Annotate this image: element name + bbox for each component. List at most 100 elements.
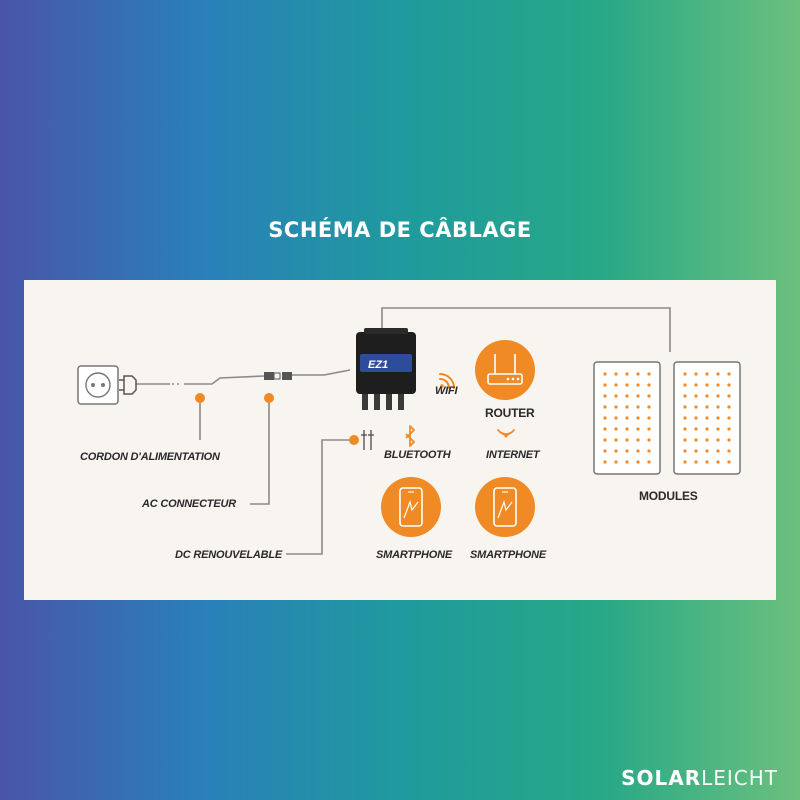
power-cable-2 — [184, 375, 265, 385]
solar-cell-dot — [647, 405, 651, 409]
router-icon — [475, 340, 535, 400]
solar-cell-dot — [636, 394, 640, 398]
label-dc-renouvelable: DC RENOUVELABLE — [175, 549, 283, 561]
solar-cell-dot — [636, 405, 640, 409]
label-smartphone-2: SMARTPHONE — [470, 549, 547, 561]
solar-cell-dot — [647, 372, 651, 376]
solar-cell-dot — [614, 383, 618, 387]
solar-cell-dot — [716, 394, 720, 398]
leader-dc — [286, 439, 354, 555]
label-router: ROUTER — [485, 406, 535, 420]
solar-cell-dot — [636, 449, 640, 453]
solar-cell-dot — [603, 427, 607, 431]
solar-cell-dot — [705, 405, 709, 409]
solar-cell-dot — [603, 460, 607, 464]
leader-dot-cordon — [195, 393, 205, 403]
label-modules: MODULES — [639, 489, 698, 503]
solar-cell-dot — [614, 372, 618, 376]
solar-cell-dot — [683, 449, 687, 453]
solar-cell-dot — [716, 372, 720, 376]
solar-cell-dot — [694, 438, 698, 442]
solar-cell-dot — [647, 394, 651, 398]
solar-cell-dot — [625, 416, 629, 420]
solar-cell-dot — [683, 438, 687, 442]
solar-cell-dot — [614, 449, 618, 453]
solar-cell-dot — [647, 460, 651, 464]
solar-cell-dot — [603, 416, 607, 420]
solar-cell-dot — [603, 449, 607, 453]
solar-cell-dot — [625, 383, 629, 387]
label-wifi: WIFI — [435, 385, 458, 397]
wall-socket-icon — [77, 365, 119, 405]
solar-cell-dot — [716, 460, 720, 464]
leader-ac — [250, 398, 270, 505]
solar-cell-dot — [694, 383, 698, 387]
solar-cell-dot — [683, 383, 687, 387]
solar-cell-dot — [705, 416, 709, 420]
solar-cell-dot — [625, 438, 629, 442]
page-title: SCHÉMA DE CÂBLAGE — [268, 218, 532, 242]
label-ac-connecteur: AC CONNECTEUR — [142, 498, 236, 510]
solar-cell-dot — [705, 394, 709, 398]
solar-cell-dot — [614, 416, 618, 420]
wiring-diagram: EZ1 — [77, 307, 741, 555]
solar-cell-dot — [625, 449, 629, 453]
solar-cell-dot — [614, 427, 618, 431]
wiring-diagram-panel: EZ1 — [24, 280, 776, 600]
label-cordon: CORDON D'ALIMENTATION — [80, 451, 220, 463]
internet-signal-icon — [497, 429, 515, 438]
solar-cell-dot — [603, 394, 607, 398]
leader-dot-ac — [264, 393, 274, 403]
solar-cell-dot — [727, 460, 731, 464]
solar-cell-dot — [603, 438, 607, 442]
solar-cell-dot — [705, 438, 709, 442]
solar-cell-dot — [694, 460, 698, 464]
solar-cell-dot — [625, 460, 629, 464]
solar-cell-dot — [683, 372, 687, 376]
solar-cell-dot — [636, 416, 640, 420]
solar-cell-dot — [683, 416, 687, 420]
solar-cell-dot — [705, 460, 709, 464]
solar-cell-dot — [647, 383, 651, 387]
solar-cell-dot — [716, 416, 720, 420]
solar-module-icon — [593, 361, 661, 475]
leader-lines — [199, 398, 354, 555]
power-plug-icon — [119, 375, 137, 395]
solar-cell-dot — [727, 449, 731, 453]
device-model: EZ1 — [368, 359, 388, 371]
solar-cell-dot — [705, 383, 709, 387]
leader-dot-dc — [349, 435, 359, 445]
solar-cell-dot — [603, 405, 607, 409]
brand-logo-part1: SOLAR — [621, 766, 702, 790]
solar-cell-dot — [694, 405, 698, 409]
solar-cell-dot — [716, 383, 720, 387]
solar-cell-dot — [636, 372, 640, 376]
solar-cell-dot — [647, 438, 651, 442]
solar-cell-dot — [625, 405, 629, 409]
solar-cell-dot — [694, 416, 698, 420]
solar-cell-dot — [694, 394, 698, 398]
solar-cell-dot — [683, 405, 687, 409]
smartphone-icon — [381, 477, 441, 537]
solar-cell-dot — [636, 460, 640, 464]
wifi-icon — [439, 373, 455, 389]
solar-cell-dot — [716, 438, 720, 442]
solar-cell-dot — [636, 427, 640, 431]
solar-cell-dot — [694, 427, 698, 431]
module-cable — [381, 307, 671, 352]
solar-cell-dot — [727, 383, 731, 387]
solar-cell-dot — [603, 372, 607, 376]
solar-cell-dot — [727, 372, 731, 376]
label-internet: INTERNET — [486, 449, 540, 461]
solar-cell-dot — [694, 372, 698, 376]
solar-cell-dot — [647, 449, 651, 453]
solar-cell-dot — [625, 372, 629, 376]
label-smartphone-1: SMARTPHONE — [376, 549, 453, 561]
brand-logo: SOLARLEICHT — [621, 766, 778, 790]
solar-cell-dot — [614, 394, 618, 398]
solar-cell-dot — [625, 394, 629, 398]
solar-cell-dot — [683, 394, 687, 398]
solar-cell-dot — [727, 394, 731, 398]
solar-cell-dot — [727, 438, 731, 442]
solar-cell-dot — [727, 416, 731, 420]
